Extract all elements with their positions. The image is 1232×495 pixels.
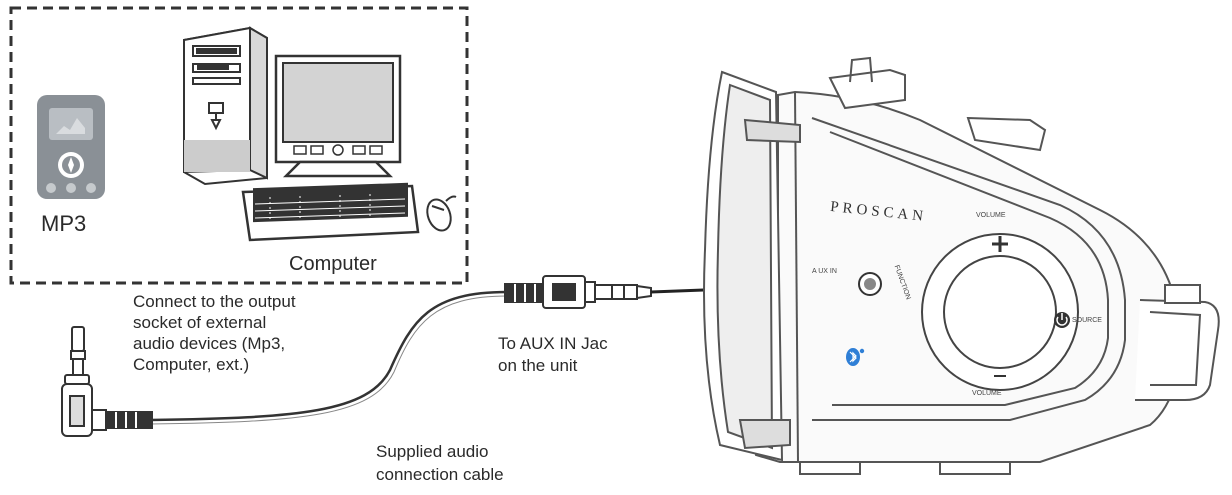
computer-label: Computer bbox=[289, 253, 377, 275]
aux-line-2: on the unit bbox=[498, 356, 578, 375]
mp3-label: MP3 bbox=[41, 211, 87, 236]
proscan-unit bbox=[703, 56, 1220, 475]
aux-line-1: To AUX IN Jac bbox=[498, 334, 608, 353]
connect-line-2: socket of external bbox=[133, 313, 267, 332]
connect-line-1: Connect to the output bbox=[133, 292, 296, 311]
volume-bottom-label: VOLUME bbox=[972, 390, 1002, 397]
connect-line-4: Computer, ext.) bbox=[133, 355, 250, 374]
keyboard-icon bbox=[241, 182, 420, 242]
power-icon bbox=[1054, 312, 1070, 328]
cable-caption: Supplied audio connection cable bbox=[376, 440, 576, 486]
audio-plug-icon bbox=[61, 326, 153, 437]
source-devices-box bbox=[9, 6, 469, 285]
connect-line-3: audio devices (Mp3, bbox=[133, 334, 286, 353]
audio-cable bbox=[149, 290, 508, 422]
cable-line-2: connection cable bbox=[376, 465, 504, 484]
aux-plug-icon bbox=[504, 275, 652, 309]
aux-in-label: A UX IN bbox=[812, 268, 837, 275]
mouse-icon bbox=[426, 195, 457, 232]
source-label: SOURCE bbox=[1072, 317, 1102, 324]
mp3-player-icon bbox=[37, 95, 105, 199]
connect-instruction: Connect to the output socket of external… bbox=[133, 291, 363, 375]
monitor-icon bbox=[274, 54, 402, 178]
cable-line-1: Supplied audio bbox=[376, 442, 489, 461]
bluetooth-icon bbox=[846, 348, 865, 366]
computer-tower-icon bbox=[183, 26, 268, 186]
aux-instruction: To AUX IN Jac on the unit bbox=[498, 333, 668, 377]
volume-top-label: VOLUME bbox=[976, 212, 1006, 219]
